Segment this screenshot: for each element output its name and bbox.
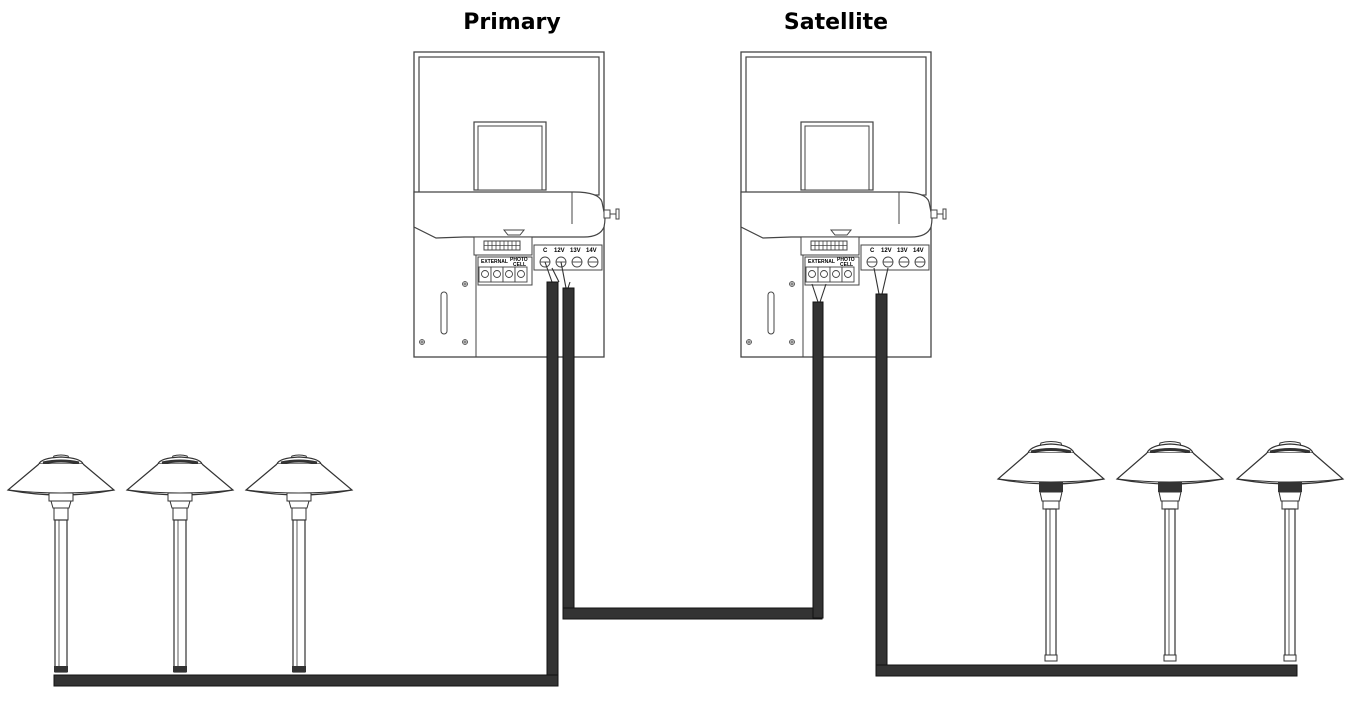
primary-terminal-14v: 14V	[586, 248, 597, 254]
path-light	[125, 453, 235, 674]
satellite-transformer: EXTERNAL PHOTO CELL C 12V 13V 14V	[740, 51, 947, 358]
path-light	[6, 453, 116, 674]
link-cable-horizontal	[562, 607, 823, 620]
path-light	[1115, 440, 1225, 663]
primary-cable-horizontal	[53, 674, 559, 687]
primary-external-label: EXTERNAL	[481, 259, 508, 265]
primary-cell-label: CELL	[513, 262, 526, 268]
satellite-terminal-14v: 14V	[913, 248, 924, 254]
satellite-cable-horizontal	[875, 664, 1298, 677]
satellite-cable-down-left	[812, 301, 824, 619]
satellite-title: Satellite	[783, 10, 889, 35]
primary-terminal-12v: 12V	[554, 248, 565, 254]
satellite-cell-label: CELL	[840, 262, 853, 268]
satellite-terminal-12v: 12V	[881, 248, 892, 254]
primary-cable-down-left	[546, 281, 559, 687]
primary-photo-label: PHOTO	[510, 257, 528, 263]
path-light	[1235, 440, 1345, 663]
cables	[53, 281, 1298, 687]
path-light	[244, 453, 354, 674]
satellite-terminal-13v: 13V	[897, 248, 908, 254]
satellite-cable-down-right	[875, 293, 888, 677]
primary-terminal-c: C	[543, 248, 548, 254]
wire-leads	[544, 261, 889, 303]
primary-transformer: EXTERNAL PHOTO CELL C 12V 13V 14V	[413, 51, 620, 358]
primary-title: Primary	[463, 10, 561, 35]
satellite-terminal-c: C	[870, 248, 875, 254]
primary-terminal-13v: 13V	[570, 248, 581, 254]
satellite-photo-label: PHOTO	[837, 257, 855, 263]
path-light	[996, 440, 1106, 663]
primary-cable-down-right	[562, 287, 575, 620]
satellite-external-label: EXTERNAL	[808, 259, 835, 265]
